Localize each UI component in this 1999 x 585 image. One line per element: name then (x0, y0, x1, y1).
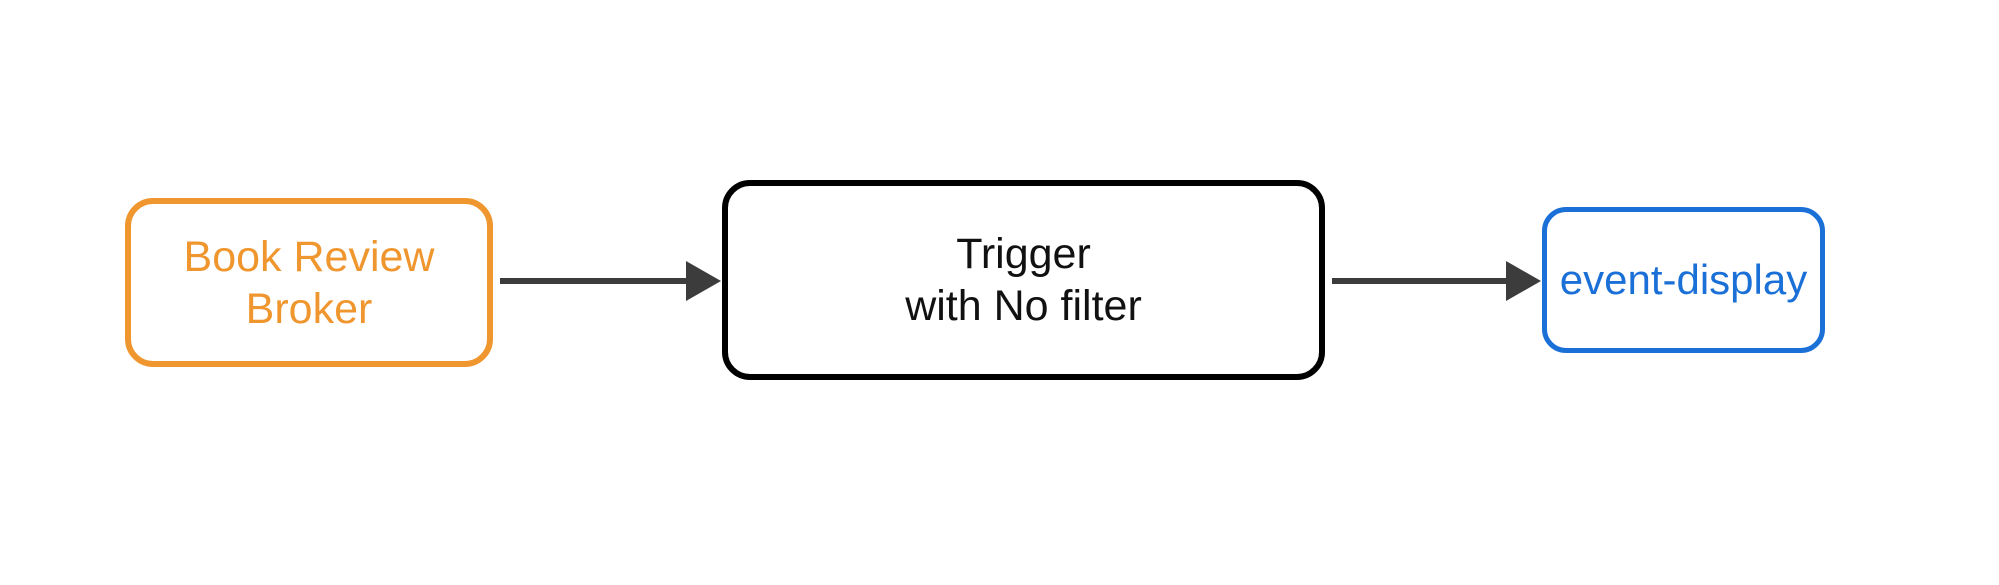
node-book-review-broker: Book Review Broker (125, 198, 493, 367)
edge-broker-to-trigger-arrowhead-icon (686, 261, 721, 301)
node-trigger-label: Trigger with No filter (905, 230, 1142, 330)
node-event-display: event-display (1542, 207, 1825, 353)
node-book-review-broker-label: Book Review Broker (183, 232, 435, 333)
node-event-display-label: event-display (1559, 256, 1808, 303)
edge-trigger-to-event-display-arrowhead-icon (1506, 261, 1541, 301)
node-trigger: Trigger with No filter (722, 180, 1325, 380)
